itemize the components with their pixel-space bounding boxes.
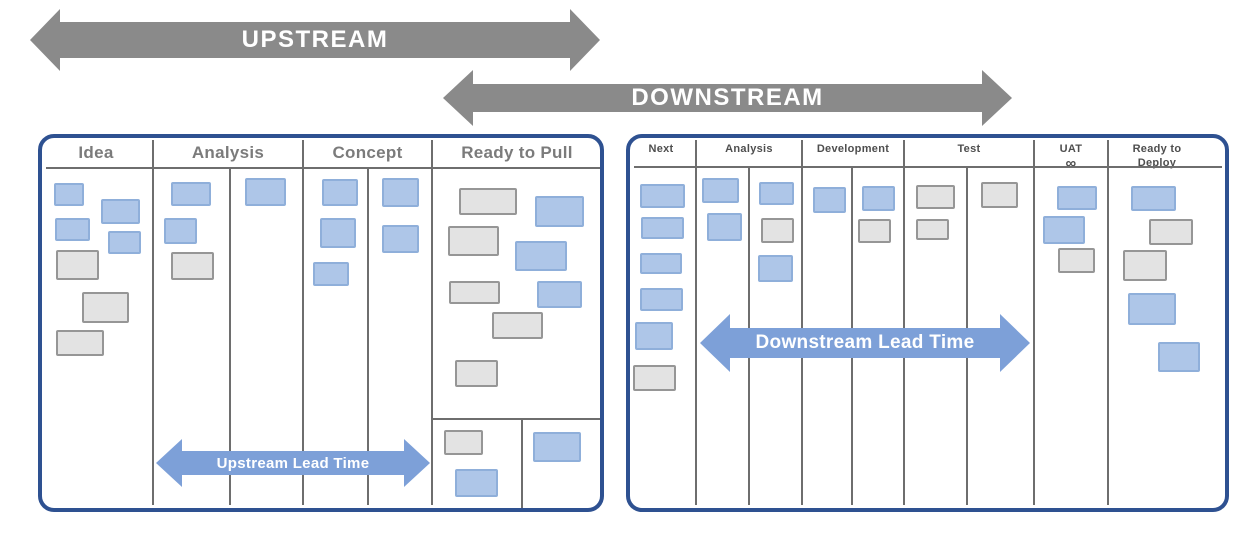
sticky-note-card (761, 218, 794, 243)
header-underline (46, 167, 600, 169)
sticky-note-card (54, 183, 84, 206)
sticky-note-card (916, 185, 955, 209)
arrow-left-tip-icon (30, 9, 60, 71)
column-header-ready-to-pull: Ready to Pull (461, 143, 573, 162)
column-divider (1107, 140, 1109, 505)
sticky-note-card (164, 218, 197, 244)
downstream-lead-time-arrow: Downstream Lead Time (700, 314, 1030, 372)
sticky-note-card (245, 178, 286, 206)
sticky-note-card (858, 219, 891, 243)
arrow-right-tip-icon (1000, 314, 1030, 372)
sticky-note-card (444, 430, 483, 455)
upstream-lead-time-label: Upstream Lead Time (216, 454, 370, 472)
sticky-note-card (916, 219, 949, 240)
arrow-right-tip-icon (570, 9, 600, 71)
arrow-left-tip-icon (700, 314, 730, 372)
infinity-wip-icon: ∞ (1065, 154, 1077, 172)
sticky-note-card (82, 292, 129, 323)
column-divider (431, 140, 433, 505)
sticky-note-card (640, 288, 683, 311)
sticky-note-card (759, 182, 794, 205)
column-divider (695, 140, 697, 505)
column-header-analysis: Analysis (191, 143, 265, 162)
sticky-note-card (56, 250, 99, 280)
sticky-note-card (1043, 216, 1085, 244)
sticky-note-card (633, 365, 676, 391)
sticky-note-card (101, 199, 140, 224)
sticky-note-card (382, 225, 419, 253)
sticky-note-card (1123, 250, 1167, 281)
header-underline (634, 166, 1222, 168)
sticky-note-card (322, 179, 358, 206)
sticky-note-card (448, 226, 499, 256)
column-header-analysis: Analysis (725, 143, 773, 155)
ready-to-pull-cell-divider (521, 419, 523, 508)
downstream-flow-arrow: DOWNSTREAM (443, 70, 1012, 126)
column-header-next: Next (648, 143, 674, 155)
sticky-note-card (459, 188, 517, 215)
sticky-note-card (55, 218, 90, 241)
arrow-right-tip-icon (982, 70, 1012, 126)
column-header-test: Test (957, 143, 981, 155)
sticky-note-card (862, 186, 895, 211)
sticky-note-card (1149, 219, 1193, 245)
column-header-development: Development (816, 143, 890, 155)
sticky-note-card (382, 178, 419, 207)
sticky-note-card (1131, 186, 1176, 211)
sticky-note-card (1058, 248, 1095, 273)
sticky-note-card (635, 322, 673, 350)
sticky-note-card (1128, 293, 1176, 325)
sticky-note-card (641, 217, 684, 239)
column-divider (152, 140, 154, 505)
column-divider (903, 140, 905, 505)
sticky-note-card (640, 184, 685, 208)
uat-label: UAT (1059, 143, 1083, 155)
column-header-uat: UAT ∞ (1036, 143, 1106, 172)
column-divider (801, 140, 803, 505)
downstream-lead-time-label: Downstream Lead Time (755, 332, 975, 353)
upstream-lead-time-arrow: Upstream Lead Time (156, 439, 430, 487)
sticky-note-card (455, 469, 498, 497)
sticky-note-card (981, 182, 1018, 208)
sticky-note-card (320, 218, 356, 248)
sticky-note-card (313, 262, 349, 286)
column-header-ready-to-deploy: Ready to Deploy (1132, 143, 1182, 169)
sticky-note-card (449, 281, 500, 304)
sticky-note-card (1057, 186, 1097, 210)
column-header-concept: Concept (332, 143, 403, 162)
sticky-note-card (758, 255, 793, 282)
column-sub-divider (229, 168, 231, 505)
sticky-note-card (56, 330, 104, 356)
sticky-note-card (108, 231, 141, 254)
upstream-flow-label: UPSTREAM (241, 26, 389, 53)
arrow-left-tip-icon (443, 70, 473, 126)
ready-to-pull-section-divider (432, 418, 600, 420)
sticky-note-card (707, 213, 742, 241)
sticky-note-card (535, 196, 584, 227)
sticky-note-card (813, 187, 846, 213)
arrow-left-tip-icon (156, 439, 182, 487)
upstream-flow-arrow: UPSTREAM (30, 9, 600, 71)
sticky-note-card (492, 312, 543, 339)
sticky-note-card (455, 360, 498, 387)
column-sub-divider (367, 168, 369, 505)
sticky-note-card (533, 432, 581, 462)
column-divider (1033, 140, 1035, 505)
sticky-note-card (171, 252, 214, 280)
column-header-idea: Idea (78, 143, 114, 162)
arrow-right-tip-icon (404, 439, 430, 487)
downstream-flow-label: DOWNSTREAM (631, 84, 824, 111)
column-divider (302, 140, 304, 505)
sticky-note-card (640, 253, 682, 274)
sticky-note-card (702, 178, 739, 203)
sticky-note-card (171, 182, 211, 206)
sticky-note-card (537, 281, 582, 308)
sticky-note-card (1158, 342, 1200, 372)
sticky-note-card (515, 241, 567, 271)
